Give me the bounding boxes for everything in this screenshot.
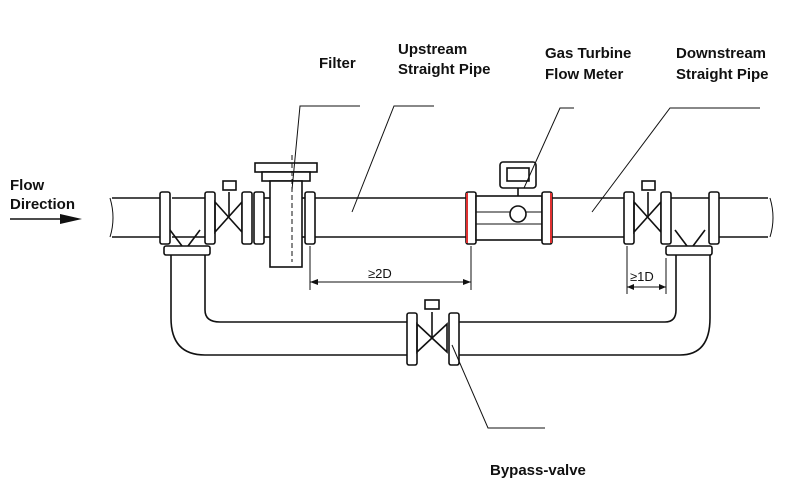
upstream-length-label: ≥2D bbox=[368, 266, 392, 281]
upstream-valve bbox=[214, 180, 253, 245]
downstream-valve bbox=[623, 180, 672, 245]
main-pipe bbox=[109, 197, 774, 238]
filter-label: Filter bbox=[319, 55, 356, 72]
leader-lines bbox=[291, 105, 760, 429]
bypass-pipe bbox=[170, 255, 711, 356]
downstream-tee bbox=[665, 191, 720, 256]
upstream-label-line2: Straight Pipe bbox=[398, 61, 491, 78]
bypass-label: Bypass-valve bbox=[490, 462, 586, 479]
flow-label-line2: Direction bbox=[10, 196, 75, 213]
meter-label-line2: Flow Meter bbox=[545, 66, 624, 83]
dimension-downstream: ≥1D bbox=[626, 246, 667, 294]
upstream-label-line1: Upstream bbox=[398, 41, 467, 58]
downstream-label-line1: Downstream bbox=[676, 45, 766, 62]
filter bbox=[253, 155, 318, 268]
flow-direction-arrow bbox=[10, 214, 82, 224]
flow-label-line1: Flow bbox=[10, 177, 44, 194]
upstream-tee bbox=[159, 191, 216, 256]
downstream-label-line2: Straight Pipe bbox=[676, 66, 769, 83]
downstream-length-label: ≥1D bbox=[630, 269, 654, 284]
turbine-flow-meter bbox=[465, 161, 553, 245]
bypass-valve bbox=[406, 299, 460, 366]
meter-label-line1: Gas Turbine bbox=[545, 45, 631, 62]
dimension-upstream: ≥2D bbox=[309, 246, 472, 290]
